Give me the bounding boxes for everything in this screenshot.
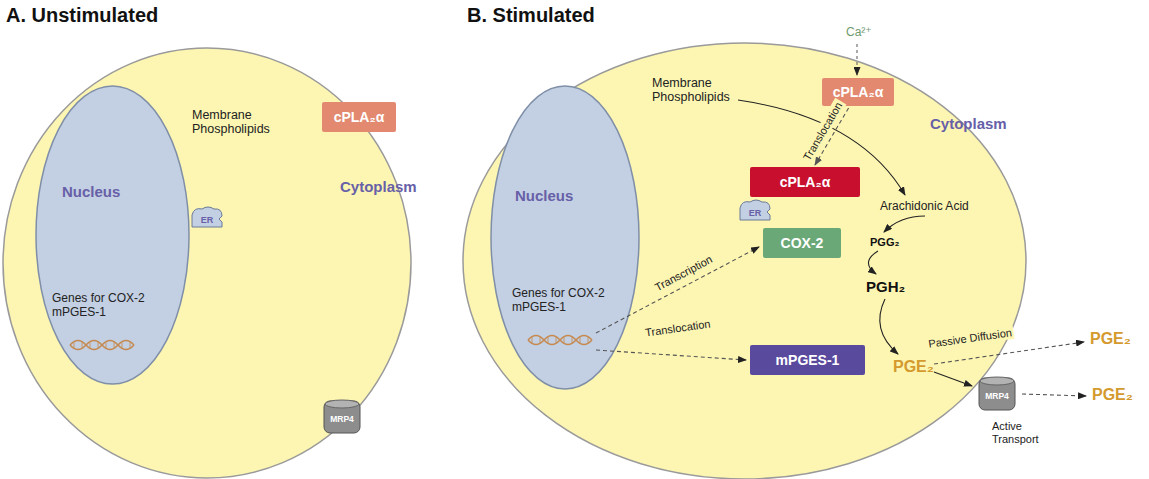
enzyme-name: mPGES-1 bbox=[776, 352, 840, 368]
calcium-arrow bbox=[856, 44, 857, 75]
er-path bbox=[740, 200, 770, 220]
annotation-label: Active Transport bbox=[992, 420, 1052, 445]
annotation-label: Ca²⁺ bbox=[846, 26, 872, 40]
text-holder: Nucleus bbox=[62, 183, 120, 200]
enzyme-name: cPLA₂α bbox=[334, 109, 385, 125]
label-holder: Membrane Phospholipids bbox=[652, 76, 742, 105]
annotation-label: Membrane Phospholipids bbox=[652, 76, 742, 105]
compartment-label: Cytoplasm bbox=[930, 115, 1007, 132]
label-holder: Ca²⁺ bbox=[846, 26, 872, 40]
enzyme-name: cPLA₂α bbox=[833, 84, 884, 100]
annotation-label: Arachidonic Acid bbox=[880, 200, 969, 214]
transporter-label: MRP4 bbox=[330, 414, 354, 424]
cell-outline bbox=[462, 42, 1027, 479]
label-holder: PGH₂ bbox=[866, 278, 905, 295]
annotation-label: PGE₂ bbox=[893, 358, 934, 376]
er-label: ER bbox=[749, 208, 762, 218]
label-holder: PGG₂ bbox=[870, 236, 899, 249]
label-holder: Arachidonic Acid bbox=[880, 200, 969, 214]
label-holder: PGE₂ bbox=[1090, 330, 1131, 348]
er-shape: ER bbox=[738, 198, 772, 222]
nucleus-outline bbox=[35, 85, 190, 385]
enzyme-box: COX-2 bbox=[763, 228, 841, 258]
outline-ellipse bbox=[3, 48, 411, 478]
text-holder: Nucleus bbox=[515, 187, 573, 204]
label-holder: Genes for COX-2 mPGES-1 bbox=[512, 287, 612, 315]
label-holder: PGE₂ bbox=[1092, 386, 1133, 404]
label-holder: Membrane Phospholipids bbox=[192, 108, 282, 137]
cell-body: CytoplasmNucleusER cPLA₂α cPLA₂αCOX-2 mPGES… bbox=[462, 42, 1027, 479]
annotation-label: Genes for COX-2 mPGES-1 bbox=[512, 287, 612, 315]
nucleus-outline bbox=[490, 85, 640, 390]
compartment-label: Cytoplasm bbox=[340, 178, 417, 195]
outline-ellipse bbox=[36, 86, 189, 384]
enzyme-box: mPGES-1 bbox=[750, 345, 865, 375]
transporter-top bbox=[325, 400, 359, 408]
transporter-body bbox=[979, 378, 1015, 410]
label-holder: Genes for COX-2 mPGES-1 bbox=[52, 292, 152, 320]
outline-ellipse bbox=[463, 43, 1026, 479]
label-holder: B. Stimulated bbox=[467, 4, 595, 27]
text-holder: Cytoplasm bbox=[930, 115, 1007, 132]
transporter-label: MRP4 bbox=[985, 391, 1009, 401]
label-holder: PGE₂ bbox=[893, 358, 934, 376]
annotation-label: Membrane Phospholipids bbox=[192, 108, 282, 137]
transporter-body bbox=[324, 401, 360, 433]
nucleus-label: Nucleus bbox=[62, 183, 120, 200]
text-holder: Cytoplasm bbox=[340, 178, 417, 195]
panel-title: A. Unstimulated bbox=[6, 4, 158, 27]
er-path bbox=[192, 207, 222, 227]
er-label: ER bbox=[201, 215, 214, 225]
enzyme-name: COX-2 bbox=[781, 235, 824, 251]
annotation-label: PGG₂ bbox=[870, 236, 899, 249]
nucleus: Nucleus bbox=[490, 85, 640, 390]
label-holder: Active Transport bbox=[992, 420, 1052, 445]
label-holder: A. Unstimulated bbox=[6, 4, 158, 27]
outline-ellipse bbox=[491, 86, 639, 389]
enzyme-box: cPLA₂α bbox=[322, 102, 396, 132]
annotation-label: Genes for COX-2 mPGES-1 bbox=[52, 292, 152, 320]
annotation-label: PGH₂ bbox=[866, 278, 905, 295]
nucleus-label: Nucleus bbox=[515, 187, 573, 204]
enzyme-name: cPLA₂α bbox=[780, 174, 831, 190]
annotation-label: PGE₂ bbox=[1092, 386, 1133, 404]
enzyme-box: cPLA₂α bbox=[750, 167, 860, 197]
annotation-label: PGE₂ bbox=[1090, 330, 1131, 348]
nucleus: Nucleus bbox=[35, 85, 190, 385]
er-shape: ER bbox=[190, 205, 224, 229]
transporter-symbol: MRP4 bbox=[975, 372, 1019, 414]
transporter-symbol: MRP4 bbox=[320, 395, 364, 437]
export-arrow bbox=[1022, 394, 1086, 396]
transporter-top bbox=[980, 377, 1014, 385]
panel-title: B. Stimulated bbox=[467, 4, 595, 27]
